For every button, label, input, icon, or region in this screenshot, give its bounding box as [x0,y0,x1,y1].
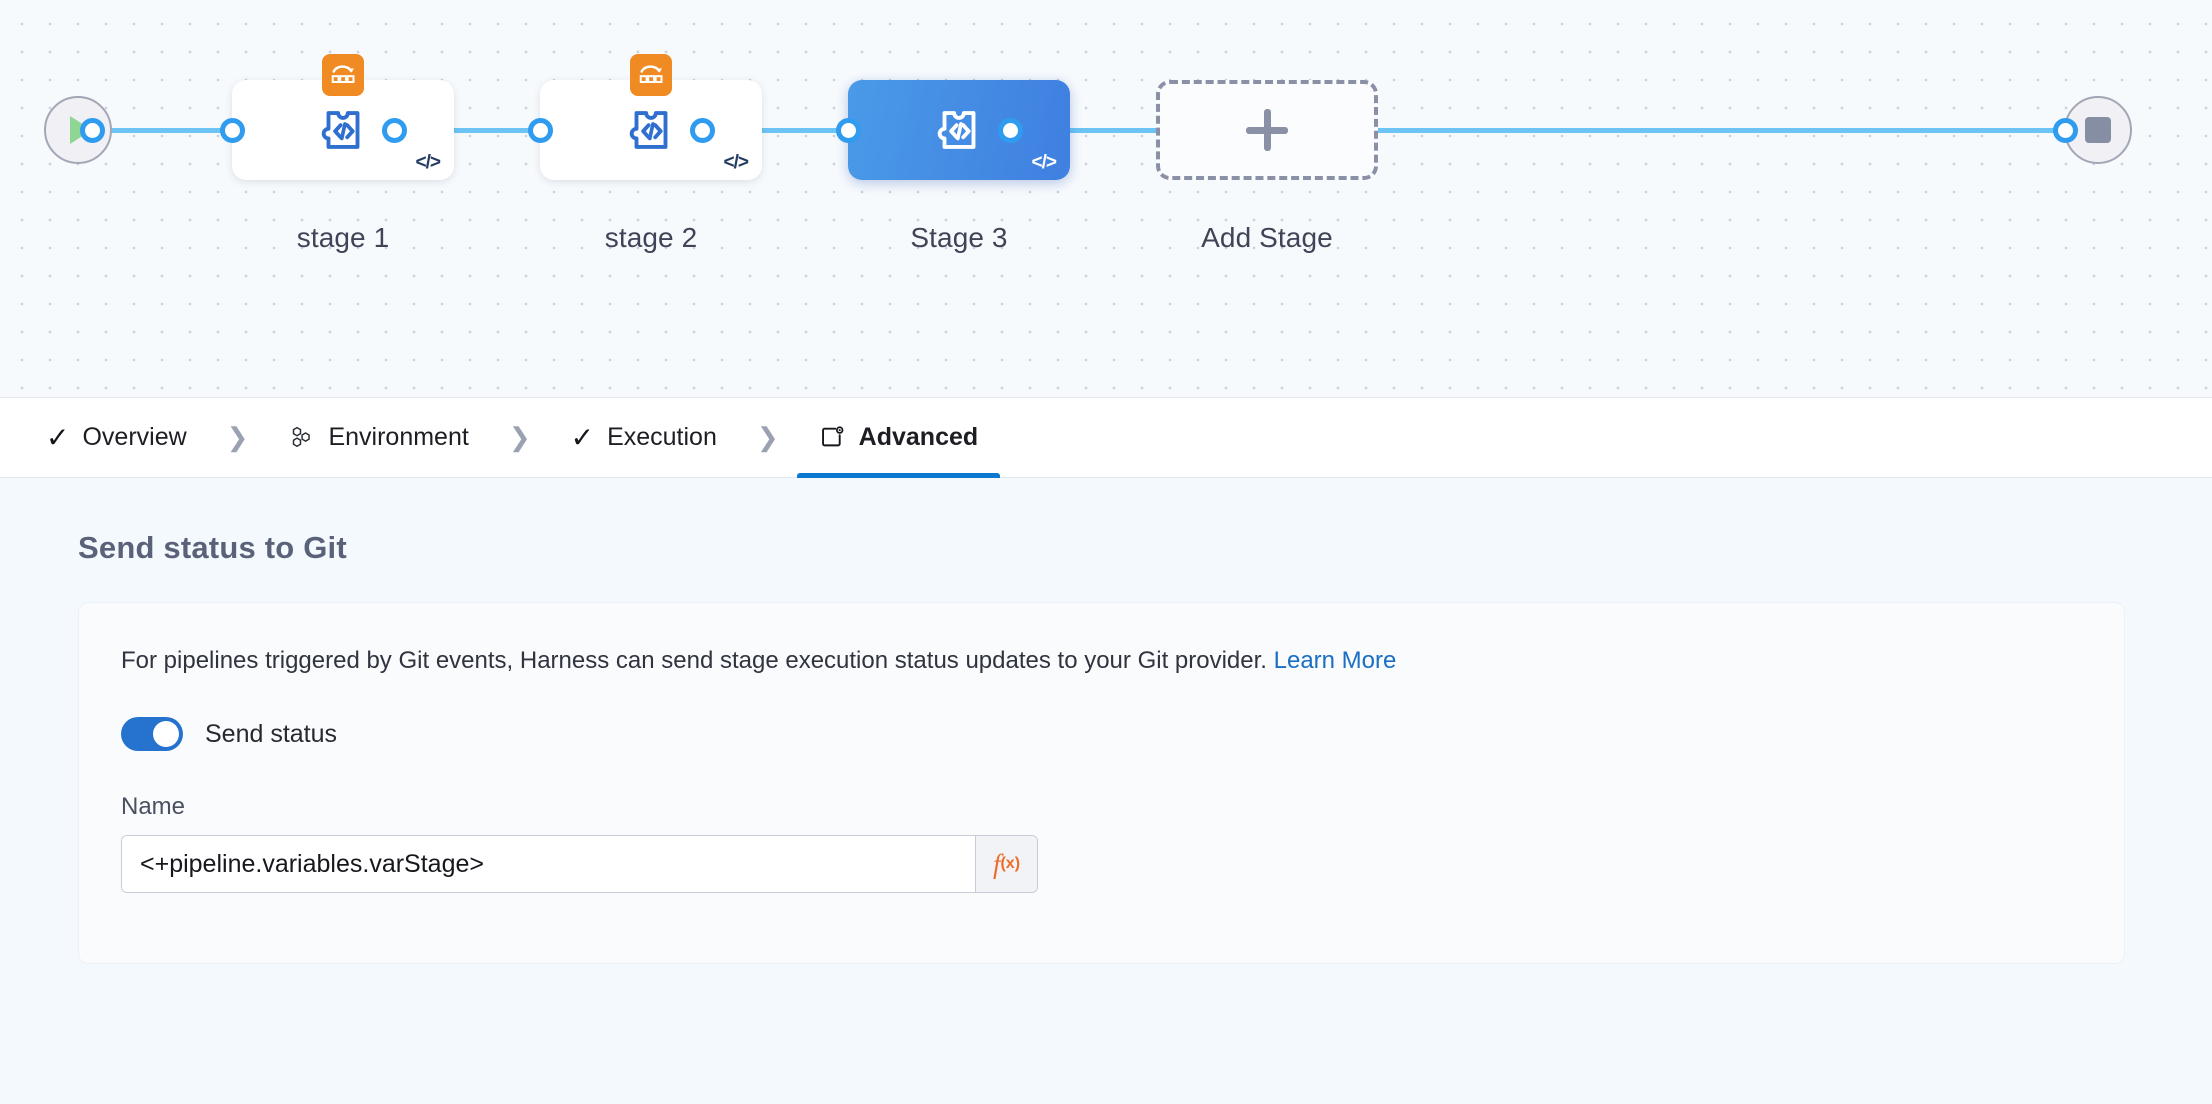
code-template-marker: </> [723,152,750,173]
stage-node-stage-3[interactable]: </> [848,80,1070,180]
edge-stage3-to-addstage [1016,128,1168,133]
edge-addstage-to-end [1324,128,2076,133]
connector-dot-stage1-in[interactable] [220,118,245,143]
expression-fx-button[interactable]: f(x) [975,836,1037,892]
pipeline-canvas[interactable]: </> stage 1 </> stage 2 [0,0,2212,398]
name-input[interactable] [122,836,975,892]
card-description: For pipelines triggered by Git events, H… [121,647,2124,675]
connector-dot-end[interactable] [2053,118,2078,143]
custom-stage-icon [937,111,976,149]
stop-icon [2085,117,2111,143]
tab-separator-icon: ❯ [508,422,531,452]
edge-stage1-to-stage2 [400,128,552,133]
stage-label-stage-1: stage 1 [296,222,390,253]
send-status-toggle-row: Send status [121,717,2124,751]
stage-label-stage-3: Stage 3 [910,222,1008,253]
tab-separator-icon: ❯ [226,422,249,452]
hexagons-icon [293,426,311,448]
tab-label: Environment [328,423,469,451]
name-field-label: Name [121,793,186,820]
stage-label-add-stage: Add Stage [1201,222,1333,253]
tab-advanced[interactable]: Advanced [796,398,1001,478]
stage-config-tabbar: ✓ Overview ❯ Environment ❯ ✓ Execution ❯… [0,398,2212,478]
name-field-wrapper: f(x) [121,835,1038,893]
connector-dot-stage1-out[interactable] [382,118,407,143]
check-icon: ✓ [570,421,595,453]
description-text: For pipelines triggered by Git events, H… [121,647,1267,674]
tab-label: Overview [82,423,187,451]
page-title: Send status to Git [78,530,347,565]
tab-execution[interactable]: ✓ Execution [549,398,739,478]
connector-dot-stage3-in[interactable] [836,118,861,143]
tab-environment[interactable]: Environment [266,398,490,478]
send-status-toggle-label: Send status [205,719,338,748]
plus-icon [1246,109,1288,151]
check-icon: ✓ [46,421,70,453]
send-status-to-git-card: For pipelines triggered by Git events, H… [78,602,2125,964]
custom-stage-icon [629,111,668,149]
connector-dot-stage3-out[interactable] [998,118,1023,143]
connector-dot-start[interactable] [80,118,105,143]
tab-separator-icon: ❯ [756,422,779,452]
edge-start-to-stage1 [92,128,244,133]
advanced-panel: Send status to Git For pipelines trigger… [0,478,2212,1104]
connector-dot-stage2-in[interactable] [528,118,553,143]
tab-label: Advanced [858,423,979,451]
conditional-execution-icon [630,54,672,96]
connector-dot-stage2-out[interactable] [690,118,715,143]
code-template-marker: </> [1031,152,1058,173]
tab-overview[interactable]: ✓ Overview [24,398,209,478]
advanced-gear-icon [821,426,844,447]
add-stage-node[interactable] [1156,80,1378,180]
conditional-execution-icon [322,54,364,96]
stage-node-stage-2[interactable]: </> [540,54,762,180]
custom-stage-icon [321,111,360,149]
stage-label-stage-2: stage 2 [604,222,698,253]
edge-stage2-to-stage3 [708,128,860,133]
tab-label: Execution [607,423,717,451]
learn-more-link[interactable]: Learn More [1273,647,1397,674]
stage-node-stage-1[interactable]: </> [232,54,454,180]
code-template-marker: </> [415,152,442,173]
send-status-toggle[interactable] [121,717,183,751]
pipeline-end-node[interactable] [2064,96,2132,164]
